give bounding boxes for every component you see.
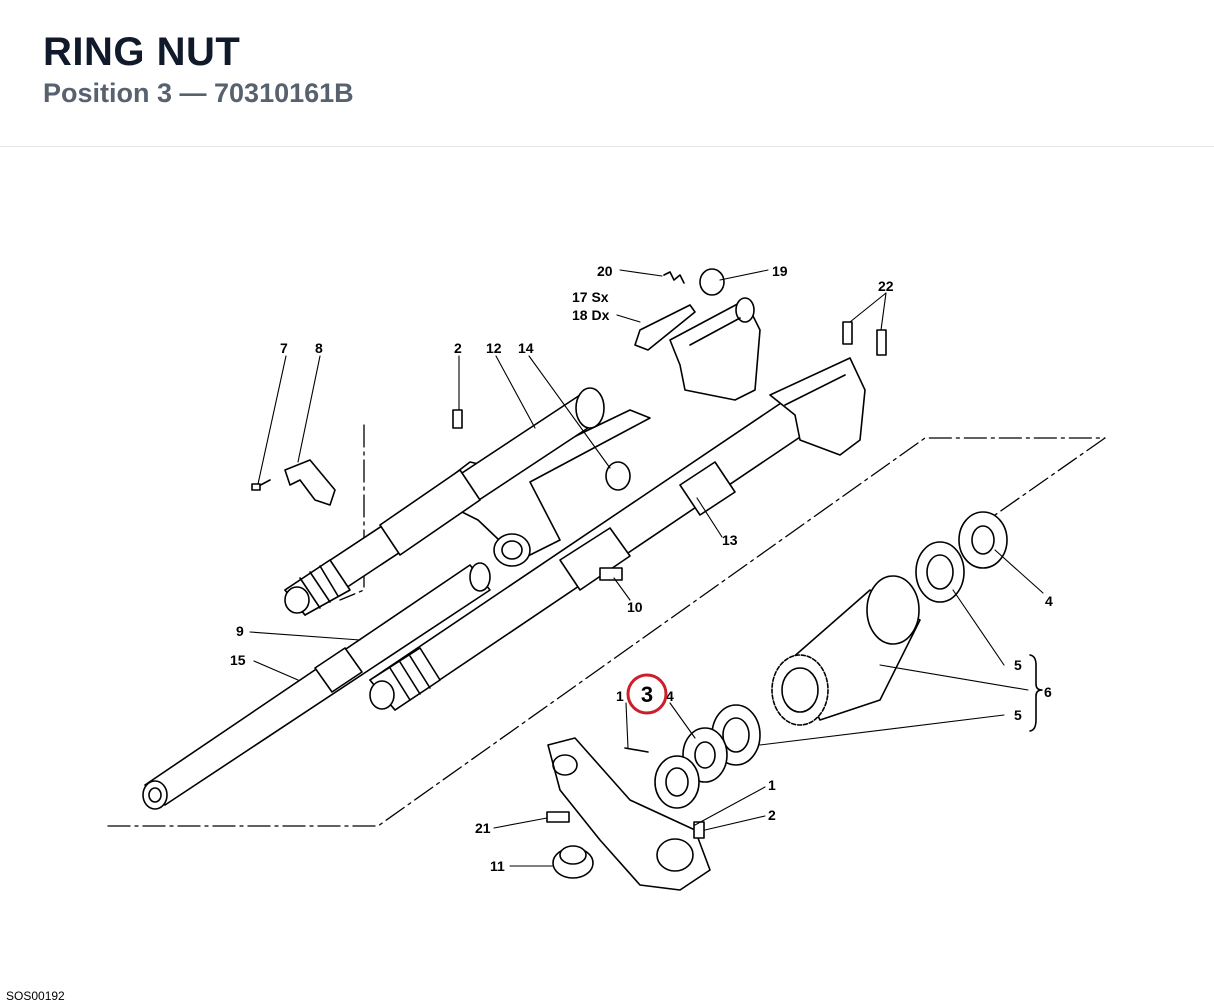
nut-11 bbox=[552, 845, 594, 879]
fork-leg-left bbox=[284, 387, 605, 616]
bearing-upper bbox=[915, 541, 965, 603]
bracket-8 bbox=[284, 459, 336, 506]
callout-4-top: 4 bbox=[1045, 593, 1053, 609]
bolt-7 bbox=[251, 479, 271, 491]
part-title: RING NUT bbox=[43, 30, 241, 74]
callout-4-bottom: 4 bbox=[666, 688, 674, 704]
bolt-22a bbox=[842, 321, 853, 345]
callout-18: 18 Dx bbox=[572, 307, 610, 323]
callout-12: 12 bbox=[486, 340, 502, 356]
fork-top-mount-right bbox=[769, 357, 866, 456]
steering-shaft bbox=[142, 562, 491, 810]
highlight-marker[interactable]: 3 bbox=[626, 673, 668, 715]
leader-lines bbox=[249, 269, 1044, 867]
bolt-2-top bbox=[452, 409, 463, 429]
callout-20: 20 bbox=[597, 263, 613, 279]
lever-17 bbox=[634, 304, 696, 351]
callout-6: 6 bbox=[1044, 684, 1052, 700]
callout-9: 9 bbox=[236, 623, 244, 639]
bolt-22b bbox=[876, 329, 887, 356]
exploded-parts-diagram: 20 19 17 Sx 18 Dx 22 7 8 2 12 14 13 10 4… bbox=[107, 263, 1106, 891]
plug-14 bbox=[605, 461, 631, 491]
callout-17: 17 Sx bbox=[572, 289, 609, 305]
callout-22: 22 bbox=[878, 278, 894, 294]
callout-13: 13 bbox=[722, 532, 738, 548]
clamp-bolts-10 bbox=[599, 567, 623, 581]
bearing-sleeve bbox=[771, 575, 921, 726]
callout-1-right: 1 bbox=[768, 777, 776, 793]
callout-11: 11 bbox=[490, 858, 505, 874]
brace-6 bbox=[1029, 654, 1043, 732]
page-header: RING NUT Position 3 — 70310161B bbox=[0, 0, 1214, 147]
cap-19 bbox=[699, 268, 725, 296]
callout-1-left: 1 bbox=[616, 688, 624, 704]
callout-8: 8 bbox=[315, 340, 323, 356]
part-subtitle: Position 3 — 70310161B bbox=[43, 78, 354, 108]
drawing-code: SOS00192 bbox=[6, 989, 65, 1003]
callout-2-top: 2 bbox=[454, 340, 462, 356]
bolt-21 bbox=[546, 811, 570, 823]
callout-21: 21 bbox=[475, 820, 491, 836]
callout-19: 19 bbox=[772, 263, 788, 279]
bolt-2-bottom bbox=[693, 821, 705, 839]
section-frame-right bbox=[994, 437, 1106, 516]
spring-20 bbox=[663, 271, 685, 284]
callout-14: 14 bbox=[518, 340, 534, 356]
section-frame-left bbox=[107, 424, 1106, 827]
callout-5-top: 5 bbox=[1014, 657, 1022, 673]
ring-nut bbox=[654, 755, 700, 809]
fork-leg-right bbox=[369, 364, 857, 711]
callout-15: 15 bbox=[230, 652, 246, 668]
bolt-1 bbox=[624, 747, 649, 753]
callout-labels: 20 19 17 Sx 18 Dx 22 7 8 2 12 14 13 10 4… bbox=[230, 263, 1053, 874]
callout-7: 7 bbox=[280, 340, 288, 356]
callout-2-bottom: 2 bbox=[768, 807, 776, 823]
callout-5-bottom: 5 bbox=[1014, 707, 1022, 723]
fork-top-mount-left bbox=[669, 297, 761, 401]
lower-triple-clamp bbox=[547, 737, 711, 891]
highlight-circle bbox=[626, 673, 668, 715]
callout-10: 10 bbox=[627, 599, 643, 615]
highlight-label: 3 bbox=[641, 682, 653, 707]
seal-upper bbox=[958, 511, 1008, 569]
